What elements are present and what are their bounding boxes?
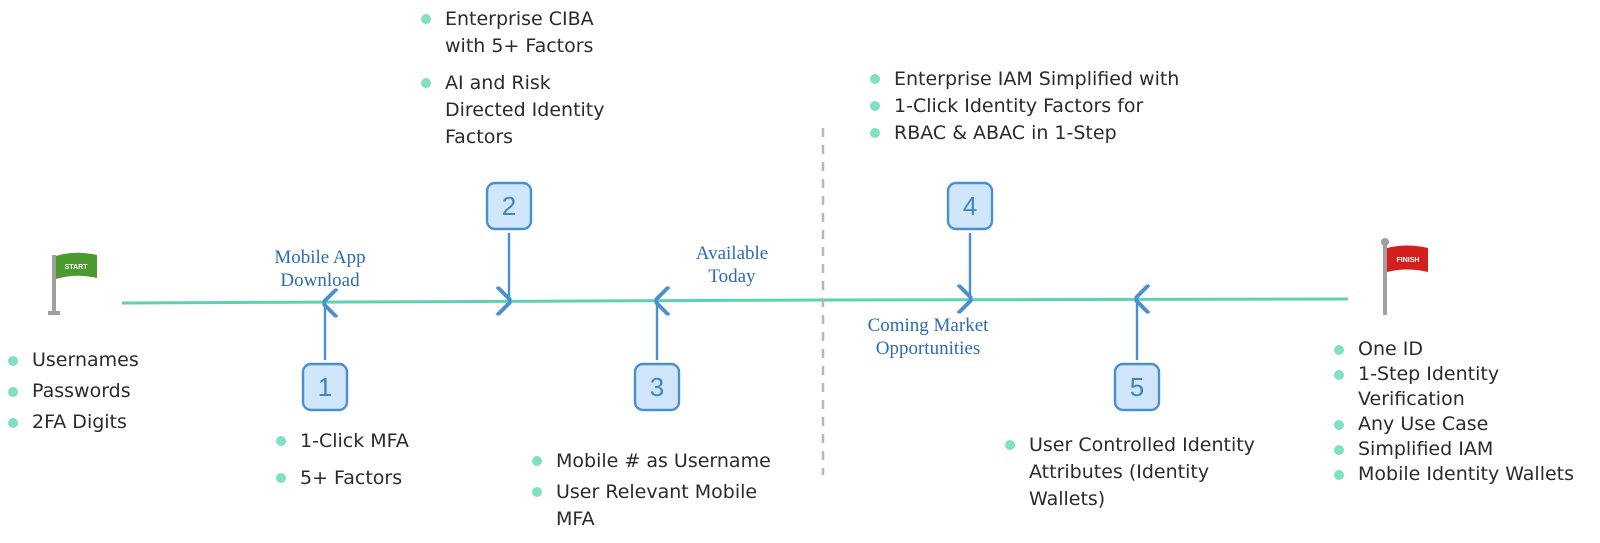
label-available-today: Available Today [695, 243, 769, 287]
start-flag-icon: START [48, 252, 97, 315]
start-flag-text: START [65, 264, 89, 271]
bullet-dot [276, 473, 286, 483]
timeline-line [121, 297, 1349, 305]
bullet-dot [1334, 445, 1344, 455]
list-item: 1-Click MFA [276, 428, 409, 455]
bullet-dot [532, 456, 542, 466]
milestone-5-number: 5 [1130, 372, 1144, 402]
milestone-3: 3 [633, 362, 681, 412]
milestone-1: 1 [301, 362, 349, 412]
bullet-dot [870, 128, 880, 138]
list-item: One ID [1334, 337, 1600, 362]
list-item: 1-Step Identity Verification [1334, 362, 1600, 412]
label-coming-market: Coming Market Opportunities [867, 315, 989, 359]
list-item: Enterprise IAM Simplified with [870, 66, 1179, 93]
list-finish: One ID 1-Step Identity Verification Any … [1334, 337, 1600, 487]
list-item: Passwords [8, 379, 139, 404]
list-milestone-1: 1-Click MFA 5+ Factors [276, 428, 409, 502]
milestone-4-number: 4 [963, 191, 977, 221]
list-item: User Relevant Mobile MFA [532, 479, 771, 533]
list-item: Enterprise CIBA with 5+ Factors [421, 6, 605, 60]
bullet-dot [1334, 470, 1344, 480]
milestone-4: 4 [946, 181, 994, 231]
list-item: 1-Click Identity Factors for [870, 93, 1179, 120]
list-start: Usernames Passwords 2FA Digits [8, 348, 139, 435]
list-item: RBAC & ABAC in 1-Step [870, 120, 1179, 147]
list-milestone-4: Enterprise IAM Simplified with 1-Click I… [870, 66, 1179, 147]
list-item: Mobile # as Username [532, 448, 771, 475]
list-item: AI and Risk Directed Identity Factors [421, 70, 605, 151]
label-mobile-app-download: Mobile App Download [274, 247, 366, 291]
list-item: Mobile Identity Wallets [1334, 462, 1600, 487]
finish-flag-text: FINISH [1397, 257, 1420, 264]
list-milestone-5: User Controlled Identity Attributes (Ide… [1005, 432, 1255, 523]
list-item: Usernames [8, 348, 139, 373]
bullet-dot [1334, 420, 1344, 430]
bullet-dot [8, 387, 18, 397]
list-item: User Controlled Identity Attributes (Ide… [1005, 432, 1255, 513]
bullet-dot [870, 101, 880, 111]
list-milestone-2: Enterprise CIBA with 5+ Factors AI and R… [421, 6, 605, 161]
milestone-1-number: 1 [318, 372, 332, 402]
list-item: 5+ Factors [276, 465, 409, 492]
bullet-dot [8, 356, 18, 366]
bullet-dot [1005, 440, 1015, 450]
bullet-dot [1334, 370, 1344, 380]
finish-flag-icon: FINISH [1381, 238, 1428, 315]
bullet-dot [870, 74, 880, 84]
milestone-2-number: 2 [502, 191, 516, 221]
list-milestone-3: Mobile # as Username User Relevant Mobil… [532, 448, 771, 543]
bullet-dot [532, 487, 542, 497]
milestone-5: 5 [1113, 362, 1161, 412]
bullet-dot [1334, 345, 1344, 355]
list-item: 2FA Digits [8, 410, 139, 435]
milestone-2: 2 [485, 181, 533, 231]
list-item: Simplified IAM [1334, 437, 1600, 462]
list-item: Any Use Case [1334, 412, 1600, 437]
bullet-dot [421, 14, 431, 24]
bullet-dot [276, 436, 286, 446]
bullet-dot [421, 78, 431, 88]
bullet-dot [8, 418, 18, 428]
milestone-3-number: 3 [650, 372, 664, 402]
